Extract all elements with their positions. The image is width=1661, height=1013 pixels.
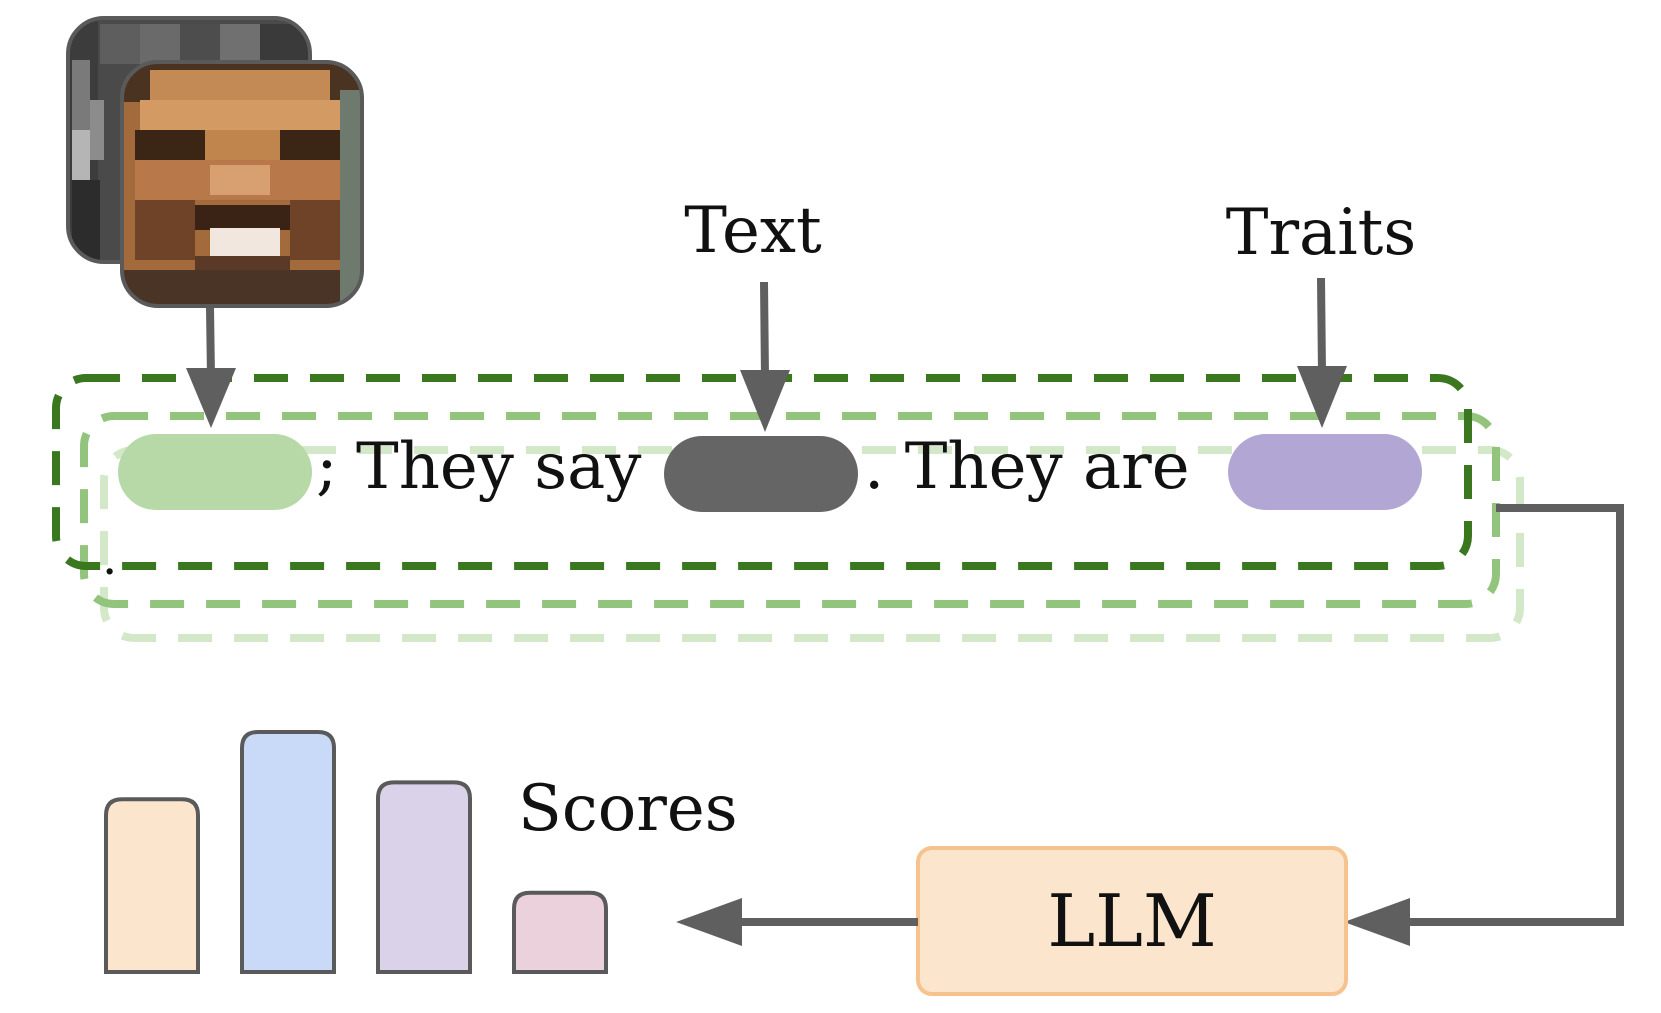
text-slot <box>664 436 858 512</box>
text-arrow <box>740 281 790 432</box>
image-slot <box>118 434 312 510</box>
text-label: Text <box>684 194 822 268</box>
scores-label: Scores <box>518 772 738 846</box>
prompt-to-llm-connector <box>1400 504 1624 926</box>
score-bars <box>104 730 608 974</box>
llm-label: LLM <box>1047 879 1216 963</box>
prompt-trailing-period: . <box>102 530 117 586</box>
traits-arrow <box>1297 277 1347 428</box>
llm-input-arrowhead <box>1344 898 1410 946</box>
prompt-they-say: They say <box>356 430 641 504</box>
traits-slot <box>1228 434 1422 510</box>
image-arrow <box>186 307 236 428</box>
score-bar-3 <box>376 780 472 974</box>
prompt-separator: ; <box>316 430 338 504</box>
scores-arrowhead <box>676 898 742 946</box>
score-bar-4 <box>512 890 608 974</box>
score-bar-1 <box>104 797 200 974</box>
traits-label: Traits <box>1226 196 1416 270</box>
pixelated-face-icon <box>122 62 362 306</box>
prompt-they-are: . They are <box>864 430 1190 504</box>
score-bar-2 <box>240 730 336 974</box>
